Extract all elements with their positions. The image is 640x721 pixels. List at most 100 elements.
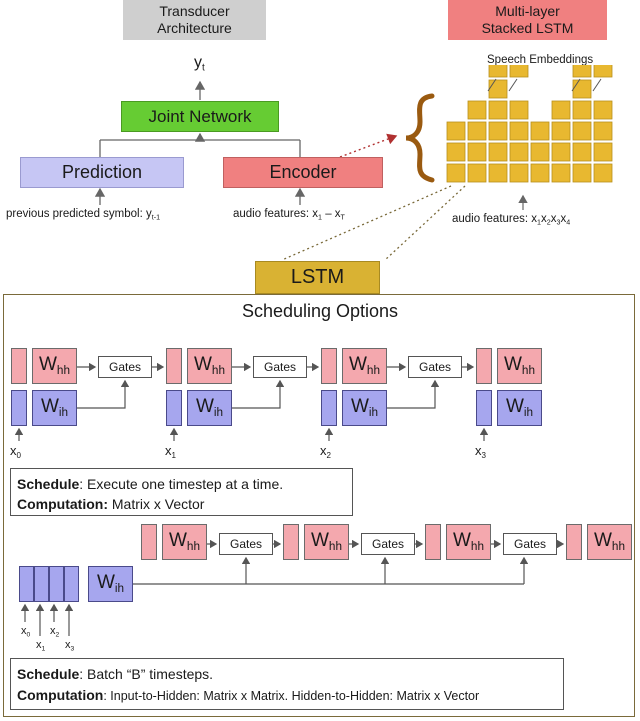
- batched-input-label: x2: [50, 625, 60, 639]
- lstm-cell: [467, 100, 487, 120]
- batched-input-label: x1: [36, 639, 46, 653]
- hidden-state-block: [425, 524, 441, 560]
- encoder-box: Encoder: [223, 157, 383, 188]
- lstm-cell: [572, 100, 592, 120]
- gates-block: Gates: [98, 356, 152, 378]
- hidden-state-block: [476, 348, 492, 384]
- lstm-box: LSTM: [255, 261, 380, 294]
- lstm-cell: [593, 163, 613, 183]
- hidden-state-block: [321, 348, 337, 384]
- embedding-cell: [488, 65, 508, 78]
- gates-block: Gates: [503, 533, 557, 555]
- lstm-cell: [551, 142, 571, 162]
- audio-features-right-label: audio features: x1x2x3x4: [452, 213, 571, 227]
- embedding-arrow: [571, 78, 581, 92]
- speech-embeddings-label: Speech Embeddings: [487, 54, 594, 66]
- w-ih-block: Wih: [187, 390, 232, 426]
- w-hh-block: Whh: [304, 524, 349, 560]
- lstm-cell: [572, 163, 592, 183]
- gates-block: Gates: [361, 533, 415, 555]
- schedule2-box: Schedule: Batch “B” timesteps. Computati…: [10, 658, 564, 710]
- input-block: [476, 390, 492, 426]
- transducer-title: Transducer Architecture: [123, 0, 266, 40]
- gates-block: Gates: [408, 356, 462, 378]
- embedding-arrow: [592, 78, 602, 92]
- lstm-cell: [488, 121, 508, 141]
- scheduling-title: Scheduling Options: [241, 301, 399, 321]
- gates-block: Gates: [253, 356, 307, 378]
- flow-arrow: [387, 379, 440, 409]
- w-hh-block: Whh: [446, 524, 491, 560]
- lstm-cell: [551, 100, 571, 120]
- lstm-cell: [488, 142, 508, 162]
- input-block: [321, 390, 337, 426]
- lstm-cell: [509, 142, 529, 162]
- batched-input-block: [19, 566, 34, 602]
- embedding-arrow: [487, 78, 497, 92]
- w-hh-block: Whh: [587, 524, 632, 560]
- batched-input-label: x0: [21, 625, 31, 639]
- batched-input-label: x3: [65, 639, 75, 653]
- gates-block: Gates: [219, 533, 273, 555]
- lstm-cell: [467, 121, 487, 141]
- w-ih-batched-block: Wih: [88, 566, 133, 602]
- hidden-state-block: [166, 348, 182, 384]
- lstm-cell: [572, 142, 592, 162]
- batched-input-block: [64, 566, 79, 602]
- brace-icon: [405, 93, 435, 183]
- lstm-cell: [551, 163, 571, 183]
- lstm-cell: [446, 163, 466, 183]
- lstm-cell: [551, 121, 571, 141]
- embedding-cell: [572, 65, 592, 78]
- hidden-state-block: [283, 524, 299, 560]
- lstm-cell: [530, 121, 550, 141]
- lstm-cell: [467, 163, 487, 183]
- timestep-input-label: x0: [10, 443, 21, 460]
- joint-network-box: Joint Network: [121, 101, 279, 132]
- hidden-state-block: [566, 524, 582, 560]
- w-ih-block: Wih: [342, 390, 387, 426]
- schedule1-line: Schedule: Execute one timestep at a time…: [17, 476, 284, 492]
- flow-arrow: [77, 379, 130, 409]
- w-ih-block: Wih: [497, 390, 542, 426]
- hidden-state-block: [141, 524, 157, 560]
- w-ih-block: Wih: [32, 390, 77, 426]
- lstm-cell: [509, 121, 529, 141]
- lstm-cell: [446, 142, 466, 162]
- computation2-line: Computation: Input-to-Hidden: Matrix x M…: [17, 687, 480, 703]
- audio-features-label: audio features: x1 – xT: [233, 208, 345, 222]
- lstm-cell: [446, 121, 466, 141]
- stacked-lstm-title: Multi-layer Stacked LSTM: [448, 0, 607, 40]
- flow-arrow: [232, 379, 285, 409]
- hidden-state-block: [11, 348, 27, 384]
- stacked-lstm-grid: [446, 65, 613, 183]
- lstm-cell: [488, 163, 508, 183]
- schedule2-line: Schedule: Batch “B” timesteps.: [17, 666, 214, 682]
- lstm-cell: [467, 142, 487, 162]
- embedding-cell: [509, 65, 529, 78]
- lstm-cell: [530, 142, 550, 162]
- input-block: [11, 390, 27, 426]
- prev-symbol-label: previous predicted symbol: yt-1: [6, 208, 161, 222]
- output-yt: yt: [194, 54, 205, 74]
- lstm-cell: [593, 100, 613, 120]
- w-hh-block: Whh: [187, 348, 232, 384]
- prediction-box: Prediction: [20, 157, 184, 188]
- lstm-cell: [488, 100, 508, 120]
- lstm-cell: [593, 142, 613, 162]
- batched-input-block: [34, 566, 49, 602]
- input-block: [166, 390, 182, 426]
- w-hh-block: Whh: [497, 348, 542, 384]
- timestep-input-label: x2: [320, 443, 331, 460]
- timestep-input-label: x3: [475, 443, 486, 460]
- scheduling-panel: [3, 294, 635, 717]
- embedding-cell: [593, 65, 613, 78]
- batched-input-block: [49, 566, 64, 602]
- lstm-cell: [530, 163, 550, 183]
- schedule1-box: Schedule: Execute one timestep at a time…: [10, 468, 353, 516]
- timestep-input-label: x1: [165, 443, 176, 460]
- embedding-arrow: [508, 78, 518, 92]
- computation1-line: Computation: Matrix x Vector: [17, 496, 205, 512]
